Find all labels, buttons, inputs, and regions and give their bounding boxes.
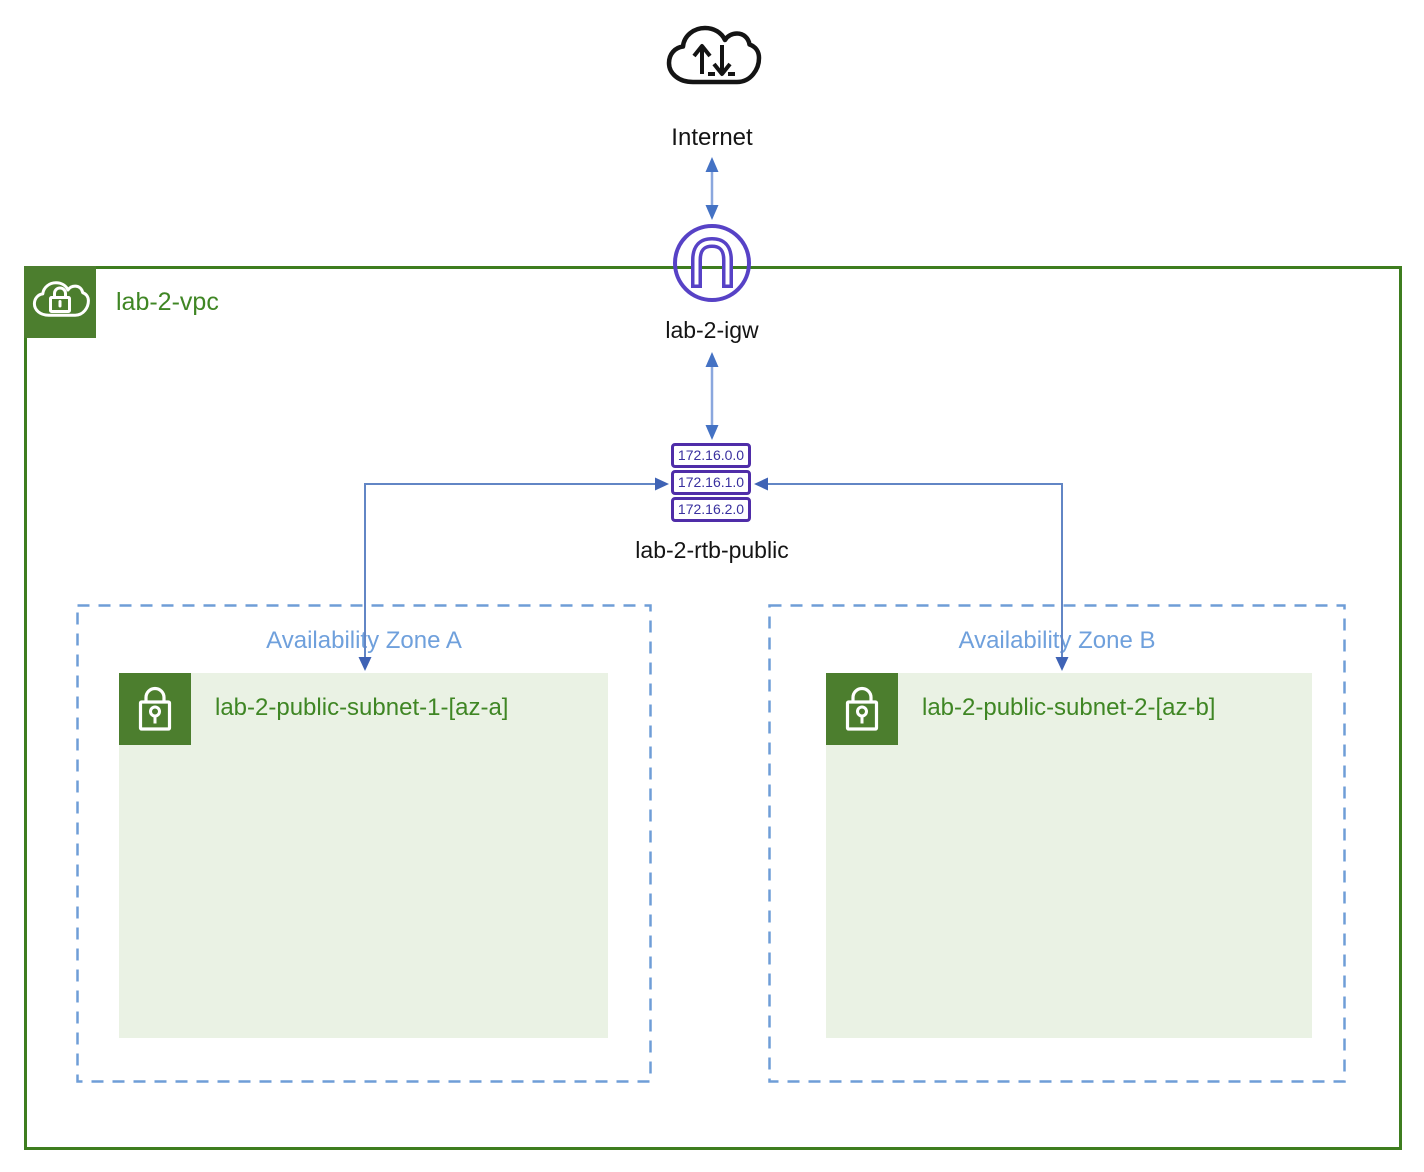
az-a-title: Availability Zone A [266,627,462,654]
vpc-label: lab-2-vpc [116,288,219,316]
route-entry: 172.16.2.0 [671,497,751,522]
subnet-lock-icon [826,673,898,745]
subnet-box-1 [119,673,608,1038]
arrow-internet-igw [705,157,719,220]
subnet-1-label: lab-2-public-subnet-1-[az-a] [215,694,509,721]
internet-label: Internet [671,124,753,151]
subnet-2-label: lab-2-public-subnet-2-[az-b] [922,694,1216,721]
internet-cloud-icon [660,20,764,97]
igw-label: lab-2-igw [665,317,759,343]
subnet-lock-icon [119,673,191,745]
route-entry: 172.16.1.0 [671,470,751,495]
route-entry: 172.16.0.0 [671,443,751,468]
az-b-title: Availability Zone B [958,627,1156,654]
route-table-icon: 172.16.0.0 172.16.1.0 172.16.2.0 [671,443,751,522]
subnet-box-2 [826,673,1312,1038]
route-table-label: lab-2-rtb-public [635,537,789,563]
vpc-cloud-lock-icon [24,266,96,338]
